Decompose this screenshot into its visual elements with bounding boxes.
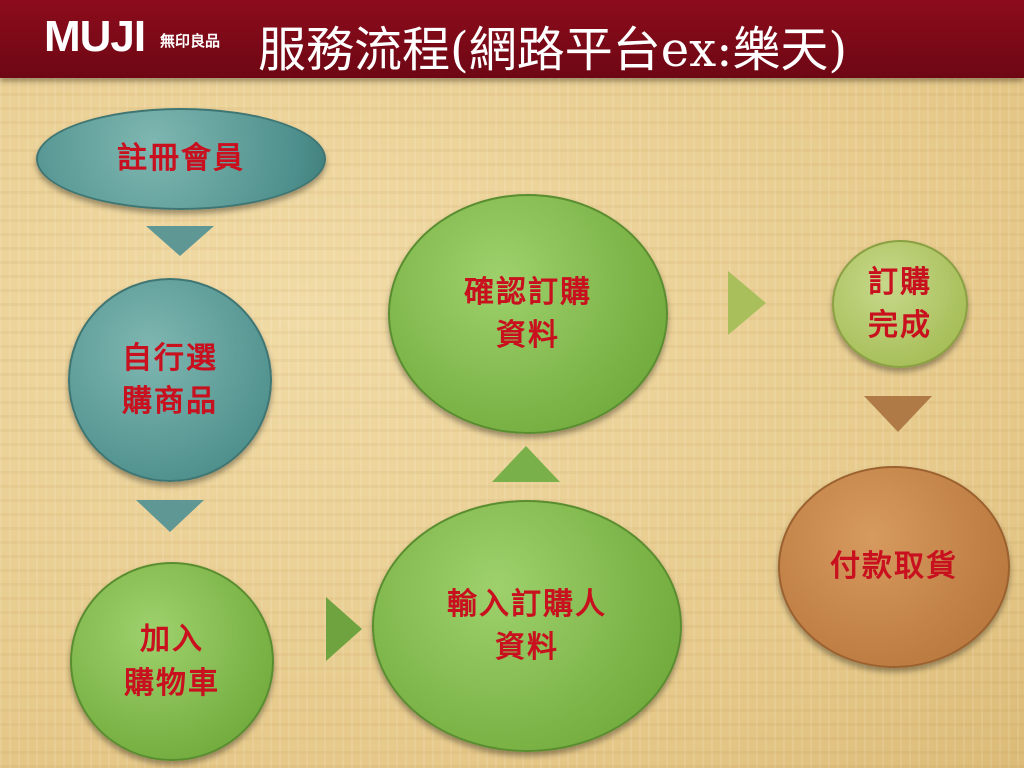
node-label: 訂購 完成 (868, 264, 932, 344)
node-input-orderer-data: 輸入訂購人 資料 (372, 500, 682, 752)
node-add-to-cart: 加入 購物車 (70, 562, 274, 761)
node-label: 輸入訂購人 資料 (447, 586, 607, 666)
node-label: 確認訂購 資料 (464, 274, 592, 354)
node-order-complete: 訂購 完成 (832, 240, 968, 368)
arrow-right-2 (728, 271, 766, 335)
node-label: 自行選 購商品 (122, 340, 218, 420)
node-select-products: 自行選 購商品 (68, 278, 272, 482)
node-label: 付款取貨 (830, 549, 958, 585)
arrow-down-2 (136, 500, 204, 532)
node-confirm-order-data: 確認訂購 資料 (388, 194, 668, 434)
title-bar: MUJI 無印良品 服務流程(網路平台ex:樂天) (0, 0, 1024, 78)
node-label: 加入 購物車 (124, 622, 220, 701)
node-register-member: 註冊會員 (36, 108, 326, 210)
arrow-right-1 (326, 597, 362, 661)
arrow-up-1 (492, 446, 560, 482)
node-pay-and-pickup: 付款取貨 (778, 466, 1010, 668)
node-label: 註冊會員 (117, 141, 245, 177)
arrow-down-1 (146, 226, 214, 256)
arrow-down-3 (864, 396, 932, 432)
page-title: 服務流程(網路平台ex:樂天) (258, 22, 848, 78)
muji-logo: MUJI (44, 12, 146, 61)
muji-logo-subtitle: 無印良品 (160, 32, 221, 50)
